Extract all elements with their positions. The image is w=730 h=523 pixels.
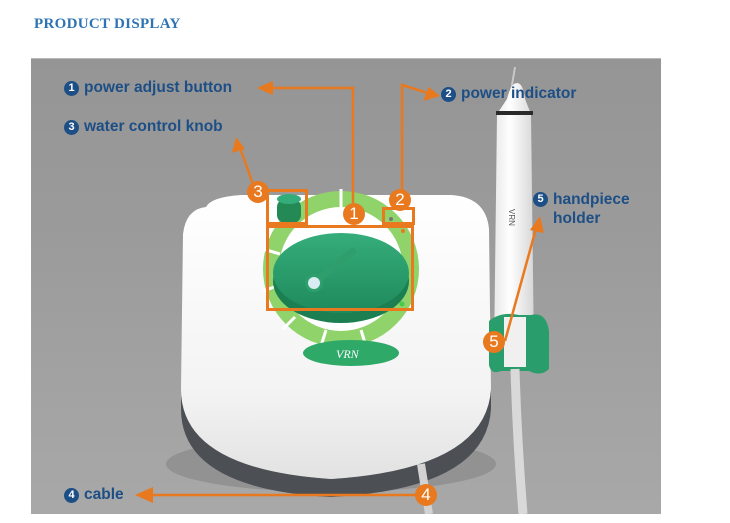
callout-badge-1: 1 [343, 203, 365, 225]
callout-badge-5: 5 [483, 331, 505, 353]
product-photo: VRN VRN 1 2 3 4 5 1 [31, 58, 661, 514]
callout-label-handpiece-holder: 5 handpiece holder [533, 190, 630, 228]
callout-box-water-knob [266, 189, 308, 225]
svg-text:VRN: VRN [336, 347, 360, 361]
label-text-line2: holder [553, 210, 601, 227]
callout-label-power-adjust-button: 1 power adjust button [64, 79, 232, 97]
label-number-4: 4 [64, 487, 79, 503]
svg-text:VRN: VRN [507, 209, 516, 226]
callout-box-power-dial [266, 225, 414, 311]
label-number-5: 5 [533, 192, 548, 207]
label-text: power indicator [461, 85, 577, 102]
callout-badge-3: 3 [247, 181, 269, 203]
callout-label-water-control-knob: 3 water control knob [64, 118, 223, 136]
callout-label-cable: 4 cable [64, 486, 124, 504]
page-title: PRODUCT DISPLAY [34, 16, 181, 32]
label-number-1: 1 [64, 80, 79, 96]
callout-badge-4: 4 [415, 484, 437, 506]
callout-badge-2: 2 [389, 189, 411, 211]
label-text: cable [84, 486, 124, 503]
label-number-3: 3 [64, 119, 79, 135]
label-text: power adjust button [84, 79, 233, 96]
callout-lines [135, 81, 544, 503]
label-number-2: 2 [441, 86, 456, 102]
label-text: water control knob [84, 118, 223, 135]
label-text-line1: handpiece [553, 191, 630, 208]
callout-label-power-indicator: 2 power indicator [441, 85, 576, 103]
